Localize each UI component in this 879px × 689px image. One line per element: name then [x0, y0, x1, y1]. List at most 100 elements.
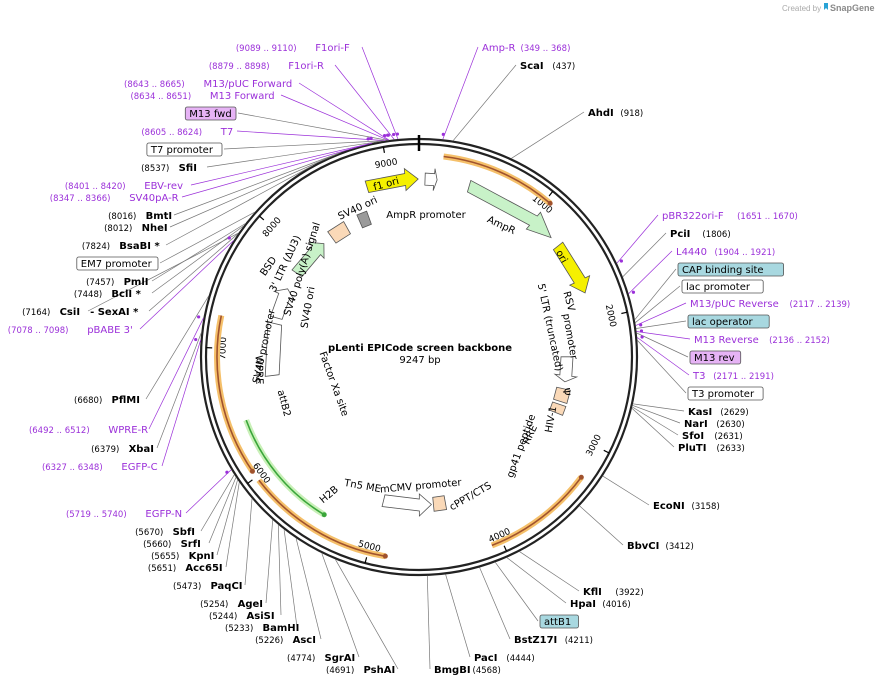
- label-range: (5719 .. 5740): [66, 510, 127, 520]
- label-name: SrfI: [181, 539, 201, 550]
- label-name: M13/pUC Forward: [204, 79, 293, 90]
- leader-line: [495, 562, 539, 622]
- feature-label-bbvci: BbvCI(3412): [627, 541, 694, 552]
- inner-label: AmpR promoter: [386, 210, 466, 221]
- feature-label-m13-fwd: M13 fwd: [184, 106, 237, 121]
- label-name: Acc65I: [185, 563, 222, 574]
- label-range: (1806): [702, 230, 730, 240]
- label-range: (8347 .. 8366): [50, 194, 111, 204]
- label-range: (2117 .. 2139): [790, 300, 851, 310]
- feature-label-f1ori-f: F1ori-F(9089 .. 9110): [236, 43, 350, 54]
- h2b-track-arrowhead: [382, 553, 388, 559]
- ampr-track-arrowhead: [547, 200, 553, 206]
- egfp-track-line: [245, 419, 325, 516]
- label-box: [677, 262, 784, 277]
- leader-line: [479, 567, 511, 640]
- feature-label-m13-forward: M13 Forward(8634 .. 8651): [130, 91, 274, 102]
- label-name: SfoI: [682, 431, 704, 442]
- label-name: KasI: [688, 407, 712, 418]
- inner-label: H2B: [318, 484, 341, 506]
- primer-marker: [366, 137, 370, 141]
- leader-line: [445, 574, 471, 658]
- leader-line: [159, 211, 256, 264]
- label-range: (7164): [22, 308, 50, 318]
- leader-line: [321, 553, 360, 658]
- primer-marker: [395, 132, 400, 136]
- feature-label-kpni: KpnI(5655): [151, 551, 214, 562]
- leader-line: [636, 331, 691, 340]
- label-name: - SexAI *: [90, 307, 139, 318]
- label-range: (8643 .. 8665): [124, 80, 185, 90]
- feature-label-acc65i: Acc65I (5651): [148, 563, 223, 574]
- label-range: (8634 .. 8651): [130, 92, 191, 102]
- tick-mark: [548, 190, 554, 197]
- leader-line: [148, 233, 239, 312]
- leader-line: [244, 498, 253, 586]
- label-range: (8537): [141, 164, 169, 174]
- leader-line: [511, 111, 585, 159]
- tick-label: 8000: [261, 215, 284, 239]
- leader-line: [602, 475, 650, 506]
- primer-marker: [369, 136, 373, 140]
- feature-bsd: [291, 241, 325, 278]
- leader-line: [283, 529, 298, 628]
- label-name: SV40pA-R: [129, 193, 178, 204]
- rre-track-arrowhead: [578, 474, 584, 480]
- snapgene-logo-icon: [824, 3, 828, 10]
- leader-line: [223, 140, 384, 150]
- leader-line: [298, 82, 390, 141]
- label-name: pBABE 3': [87, 325, 133, 336]
- primer-marker: [631, 290, 636, 294]
- label-box: [689, 350, 742, 365]
- label-name: EGFP-C: [121, 462, 157, 473]
- feature-label-asisi: AsiSI(5244): [209, 611, 275, 622]
- label-range: (7078 .. 7098): [8, 326, 69, 336]
- feature-label-wpre-r: WPRE-R(6492 .. 6512): [29, 425, 148, 436]
- egfp-track-arrowhead: [321, 512, 327, 518]
- leader-line: [206, 140, 382, 168]
- label-range: (4774): [287, 654, 315, 664]
- label-name: EcoNI: [653, 501, 685, 512]
- label-range: (4691): [326, 666, 354, 676]
- feature-label-pbr322ori-f: pBR322ori-F(1651 .. 1670): [662, 211, 798, 222]
- tick-mark: [247, 479, 253, 484]
- label-range: (5660): [143, 540, 171, 550]
- label-range: (5651): [148, 564, 176, 574]
- label-name: PaqCI: [211, 581, 243, 592]
- feature-label-srfi: SrfI (5660): [143, 539, 201, 550]
- feature-label-kfli: KflI(3922): [583, 587, 644, 598]
- leader-line: [148, 317, 204, 430]
- plasmid-backbone-ring: [199, 135, 639, 577]
- feature-mcmv-promoter: [381, 493, 432, 517]
- label-range: (8016): [108, 212, 136, 222]
- feature-label-attb1: attB1: [539, 614, 579, 629]
- leader-line: [236, 130, 386, 141]
- feature-rsv-promoter: [553, 356, 579, 383]
- leader-line: [519, 551, 580, 592]
- feature-sv40-promoter: [269, 288, 296, 320]
- watermark-brand: SnapGene: [830, 3, 875, 13]
- leader-line: [173, 152, 340, 216]
- label-name: SfiI: [179, 163, 197, 174]
- tick-mark: [382, 146, 386, 154]
- label-range: (6379): [91, 445, 119, 455]
- tick-label: 7000: [218, 336, 229, 360]
- tick-mark: [503, 545, 508, 552]
- feature-label-nhei: NheI(8012): [104, 223, 167, 234]
- label-name: EM7 promoter: [81, 259, 153, 270]
- feature-label-egfp-n: EGFP-N(5719 .. 5740): [66, 509, 182, 520]
- label-range: (5226): [255, 636, 283, 646]
- label-range: (5244): [209, 612, 237, 622]
- leader-line: [156, 332, 202, 449]
- label-name: PmlI: [124, 277, 149, 288]
- label-name: T7: [220, 127, 233, 138]
- label-name: BamHI: [263, 623, 300, 634]
- label-range: (2633): [717, 444, 745, 454]
- label-range: (3158): [692, 502, 720, 512]
- feature-label-asci: AscI(5226): [255, 635, 316, 646]
- tick-label: 3000: [585, 433, 604, 458]
- feature-label-m13-puc-reverse: M13/pUC Reverse(2117 .. 2139): [690, 299, 850, 310]
- label-name: EBV-rev: [144, 181, 183, 192]
- leader-line: [634, 268, 677, 320]
